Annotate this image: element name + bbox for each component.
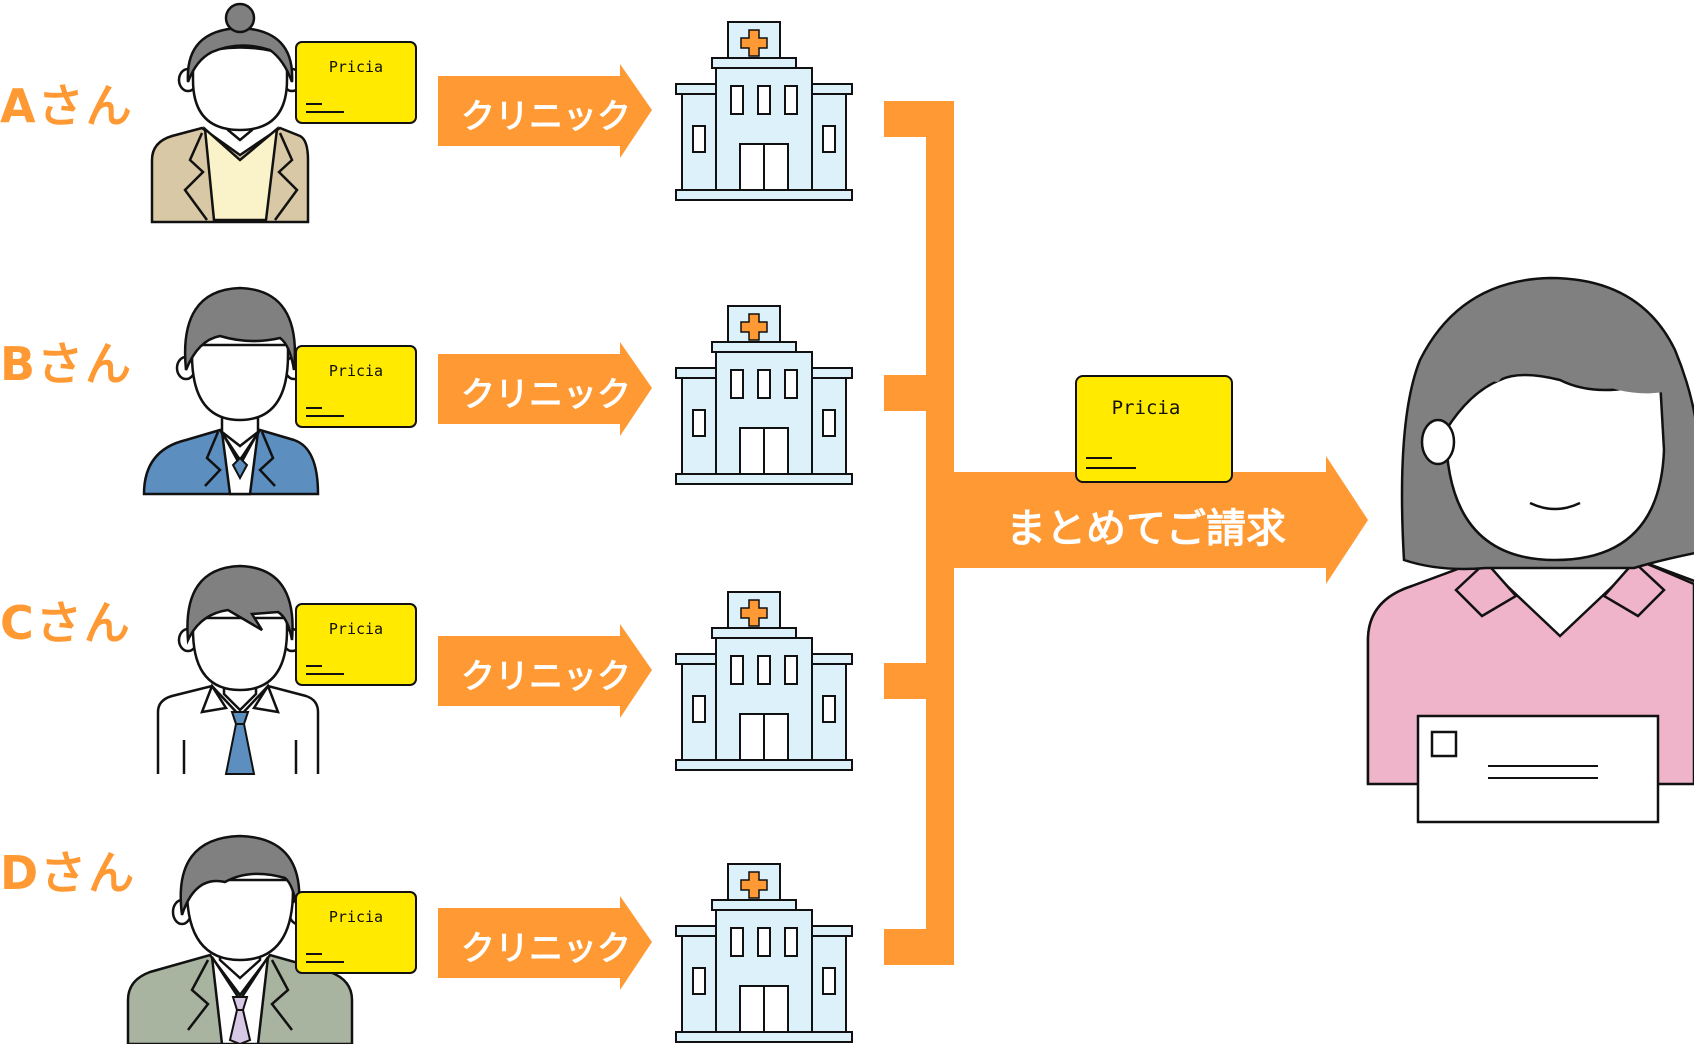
clinic-arrow-b-label: クリニック <box>461 375 631 415</box>
card-d <box>295 891 417 974</box>
clinic-building-d <box>675 863 853 1043</box>
person-label-a: Aさん <box>0 79 134 133</box>
clinic-arrow-d <box>438 896 652 990</box>
card-b-label: Pricia <box>329 362 383 380</box>
combined-card-label: Pricia <box>1112 397 1181 419</box>
person-c-icon <box>156 564 320 775</box>
person-label-b: Bさん <box>0 337 134 391</box>
card-b <box>295 345 417 428</box>
combined-billing-arrow <box>954 456 1368 584</box>
person-d-icon <box>126 834 354 1044</box>
clinic-arrow-c <box>438 624 652 718</box>
combined-card <box>1075 375 1233 483</box>
person-b-icon <box>142 286 320 496</box>
card-c <box>295 603 417 686</box>
combined-billing-label: まとめてご請求 <box>1006 506 1286 552</box>
clinic-arrow-a-label: クリニック <box>461 97 631 137</box>
clinic-building-a <box>675 21 853 201</box>
person-label-d: Dさん <box>0 846 137 900</box>
card-c-label: Pricia <box>329 620 383 638</box>
card-a-label: Pricia <box>329 58 383 76</box>
clinic-building-c <box>675 591 853 771</box>
clinic-building-b <box>675 305 853 485</box>
person-a-icon <box>150 2 310 224</box>
clinic-arrow-a <box>438 64 652 158</box>
clinic-arrow-b <box>438 342 652 436</box>
merge-bracket <box>884 101 954 965</box>
clinic-arrow-c-label: クリニック <box>461 657 631 697</box>
clinic-arrow-d-label: クリニック <box>461 929 631 969</box>
card-a <box>295 41 417 124</box>
receiver-icon <box>1366 276 1694 824</box>
card-d-label: Pricia <box>329 908 383 926</box>
person-label-c: Cさん <box>0 596 132 650</box>
